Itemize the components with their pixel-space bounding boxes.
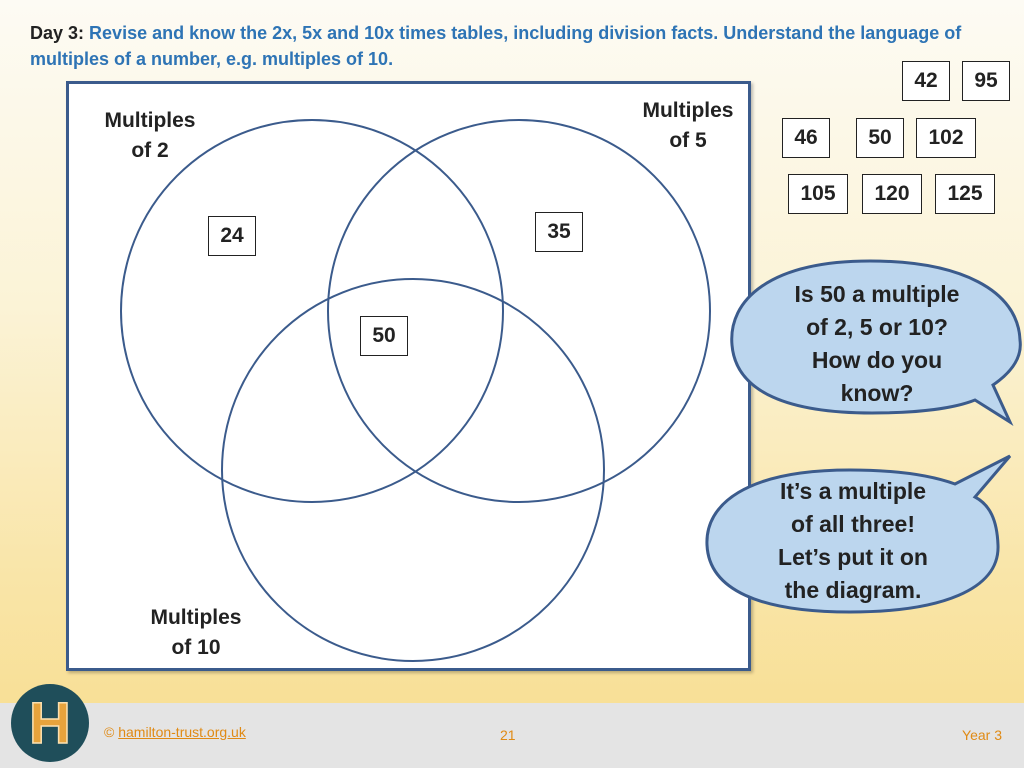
bubble-line: of all three!	[791, 511, 915, 537]
venn-circles	[120, 119, 711, 662]
number-card-50[interactable]: 50	[856, 118, 904, 158]
label-line: of 10	[171, 636, 221, 659]
bubble-line: of 2, 5 or 10?	[806, 314, 948, 340]
footer-bar	[0, 703, 1024, 768]
number-card-42[interactable]: 42	[902, 61, 950, 101]
label-line: Multiples	[642, 99, 734, 122]
label-line: Multiples	[150, 606, 242, 629]
label-multiples-of-10: Multiples of 10	[137, 603, 255, 663]
year-label: Year 3	[962, 727, 1002, 743]
page-number: 21	[500, 727, 516, 743]
label-line: Multiples	[104, 109, 196, 132]
page-title: Day 3: Revise and know the 2x, 5x and 10…	[30, 20, 970, 72]
number-card-46[interactable]: 46	[782, 118, 830, 158]
title-day: Day 3:	[30, 23, 85, 43]
copyright: © hamilton-trust.org.uk	[104, 724, 246, 740]
circle-multiples-of-5	[327, 119, 711, 503]
bubble-line: the diagram.	[784, 577, 922, 603]
label-multiples-of-5: Multiples of 5	[629, 96, 747, 156]
placed-number-50[interactable]: 50	[360, 316, 408, 356]
logo-letter: H	[29, 691, 71, 756]
number-card-120[interactable]: 120	[862, 174, 922, 214]
copyright-symbol: ©	[104, 724, 115, 740]
placed-number-35[interactable]: 35	[535, 212, 583, 252]
bubble-line: Is 50 a multiple	[794, 281, 960, 307]
question-bubble: Is 50 a multiple of 2, 5 or 10? How do y…	[742, 278, 1012, 410]
label-multiples-of-2: Multiples of 2	[91, 106, 209, 166]
bubble-line: know?	[840, 380, 914, 406]
circle-multiples-of-2	[120, 119, 504, 503]
number-card-125[interactable]: 125	[935, 174, 995, 214]
circle-multiples-of-10	[221, 278, 605, 662]
bubble-line: It’s a multiple	[779, 478, 927, 504]
number-card-95[interactable]: 95	[962, 61, 1010, 101]
label-line: of 5	[669, 129, 707, 152]
answer-bubble: It’s a multiple of all three! Let’s put …	[717, 475, 989, 607]
hamilton-trust-link[interactable]: hamilton-trust.org.uk	[118, 724, 246, 740]
number-card-102[interactable]: 102	[916, 118, 976, 158]
number-card-105[interactable]: 105	[788, 174, 848, 214]
title-text: Revise and know the 2x, 5x and 10x times…	[30, 23, 962, 69]
hamilton-trust-logo: H	[11, 684, 89, 762]
placed-number-24[interactable]: 24	[208, 216, 256, 256]
label-line: of 2	[131, 139, 169, 162]
bubble-line: How do you	[811, 347, 943, 373]
bubble-line: Let’s put it on	[778, 544, 928, 570]
venn-diagram: Multiples of 2 Multiples of 5 Multiples …	[66, 81, 751, 671]
